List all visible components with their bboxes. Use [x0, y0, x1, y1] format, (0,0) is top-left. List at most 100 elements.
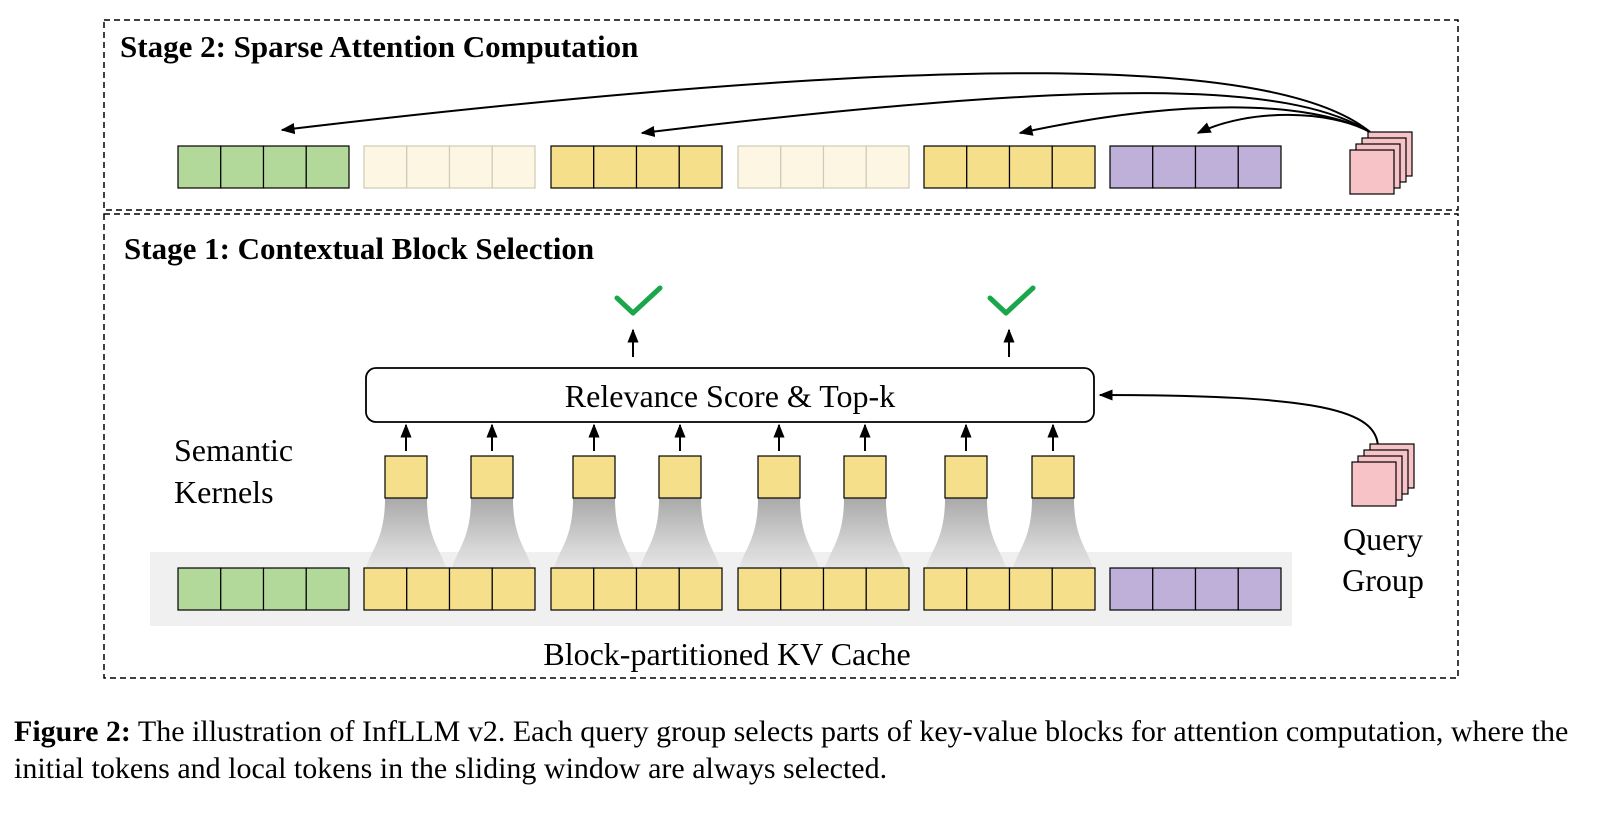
semantic-kernel — [757, 455, 801, 499]
kv-token-cell — [363, 567, 408, 611]
kv-cache-label: Block-partitioned KV Cache — [543, 636, 910, 672]
kernel-funnel — [366, 498, 446, 568]
kv-token-cell — [1237, 567, 1282, 611]
kv-token-cell — [550, 145, 595, 189]
kernel-funnel — [926, 498, 1006, 568]
semantic-kernel — [843, 455, 887, 499]
relevance-score-box — [365, 367, 1095, 423]
kv-token-cell — [865, 567, 910, 611]
kv-token-cell — [678, 567, 723, 611]
kernel-funnel — [640, 498, 720, 568]
figure-caption-label: Figure 2: — [14, 715, 131, 748]
kv-token-cell — [550, 567, 595, 611]
kv-token-cell — [635, 567, 680, 611]
semantic-kernel — [470, 455, 514, 499]
kv-token-cell — [262, 567, 307, 611]
figure-caption: Figure 2: The illustration of InfLLM v2.… — [14, 713, 1594, 787]
infllm-diagram: Stage 2: Sparse Attention Computation St… — [103, 19, 1459, 679]
kv-token-cell — [923, 145, 968, 189]
check-icon — [987, 285, 1036, 316]
kv-block-local — [1109, 145, 1282, 189]
kv-token-cell — [406, 567, 451, 611]
stage2-kv-blocks — [177, 145, 1282, 189]
query-card — [1351, 461, 1397, 507]
kv-token-cell — [220, 145, 265, 189]
kv-token-cell — [1109, 145, 1154, 189]
kv-token-cell — [865, 145, 910, 189]
kv-token-cell — [737, 145, 782, 189]
kv-block-selected — [363, 567, 536, 611]
stage2-attention-arrows — [280, 72, 1371, 138]
kv-token-cell — [262, 145, 307, 189]
kv-token-cell — [780, 145, 825, 189]
stage2-title: Stage 2: Sparse Attention Computation — [120, 29, 638, 64]
kv-token-cell — [305, 567, 350, 611]
selected-check-icons — [614, 285, 1036, 316]
semantic-kernel — [1031, 455, 1075, 499]
kv-token-cell — [448, 567, 493, 611]
kv-block-initial — [177, 145, 350, 189]
semantic-kernel — [572, 455, 616, 499]
semantic-kernel — [384, 455, 428, 499]
kv-token-cell — [177, 567, 222, 611]
group-label: Group — [1342, 562, 1424, 598]
kernels-label: Kernels — [174, 474, 274, 510]
kv-block-selected — [923, 567, 1096, 611]
kv-block-unselected — [737, 145, 910, 189]
kv-block-selected — [923, 145, 1096, 189]
kv-token-cell — [966, 145, 1011, 189]
kv-token-cell — [966, 567, 1011, 611]
kv-token-cell — [177, 145, 222, 189]
query-label: Query — [1343, 521, 1423, 557]
kv-token-cell — [491, 567, 536, 611]
kv-block-selected — [737, 567, 910, 611]
relevance-score-label: Relevance Score & Top-k — [565, 378, 895, 414]
attention-arrow-block-3 — [640, 92, 1371, 138]
attention-arrow-initial — [280, 72, 1371, 135]
semantic-kernel — [658, 455, 702, 499]
stage1-kv-blocks — [177, 567, 1282, 611]
kernel-funnels — [366, 498, 1093, 568]
stage1-panel — [103, 213, 1459, 679]
query-to-score-arrow — [1098, 389, 1379, 449]
kv-token-cell — [780, 567, 825, 611]
check-icon — [614, 285, 663, 316]
kv-token-cell — [406, 145, 451, 189]
kernel-funnel — [739, 498, 819, 568]
kernel-funnel — [452, 498, 532, 568]
kernel-arrows — [400, 423, 1059, 451]
kv-token-cell — [635, 145, 680, 189]
semantic-kernels — [384, 455, 1075, 499]
kv-token-cell — [593, 567, 638, 611]
kv-token-cell — [678, 145, 723, 189]
kv-block-selected — [550, 145, 723, 189]
stage1-query-group-icon — [1351, 443, 1415, 507]
kv-block-unselected — [363, 145, 536, 189]
stage2-panel — [103, 19, 1459, 211]
semantic-kernel — [944, 455, 988, 499]
kv-token-cell — [1152, 145, 1197, 189]
kv-token-cell — [1152, 567, 1197, 611]
kv-token-cell — [363, 145, 408, 189]
kv-token-cell — [822, 145, 867, 189]
kv-block-initial — [177, 567, 350, 611]
kv-token-cell — [305, 145, 350, 189]
kv-token-cell — [737, 567, 782, 611]
stage1-title: Stage 1: Contextual Block Selection — [124, 231, 594, 266]
kv-token-cell — [1237, 145, 1282, 189]
kv-block-local — [1109, 567, 1282, 611]
kv-token-cell — [448, 145, 493, 189]
kernel-funnel — [825, 498, 905, 568]
kv-token-cell — [1194, 145, 1239, 189]
query-card — [1349, 149, 1395, 195]
stage2-query-group-icon — [1349, 131, 1413, 195]
kv-token-cell — [1008, 567, 1053, 611]
kv-token-cell — [1194, 567, 1239, 611]
kv-token-cell — [1109, 567, 1154, 611]
kv-token-cell — [491, 145, 536, 189]
kv-token-cell — [593, 145, 638, 189]
kv-block-selected — [550, 567, 723, 611]
kv-token-cell — [220, 567, 265, 611]
kv-token-cell — [923, 567, 968, 611]
semantic-label: Semantic — [174, 432, 293, 468]
